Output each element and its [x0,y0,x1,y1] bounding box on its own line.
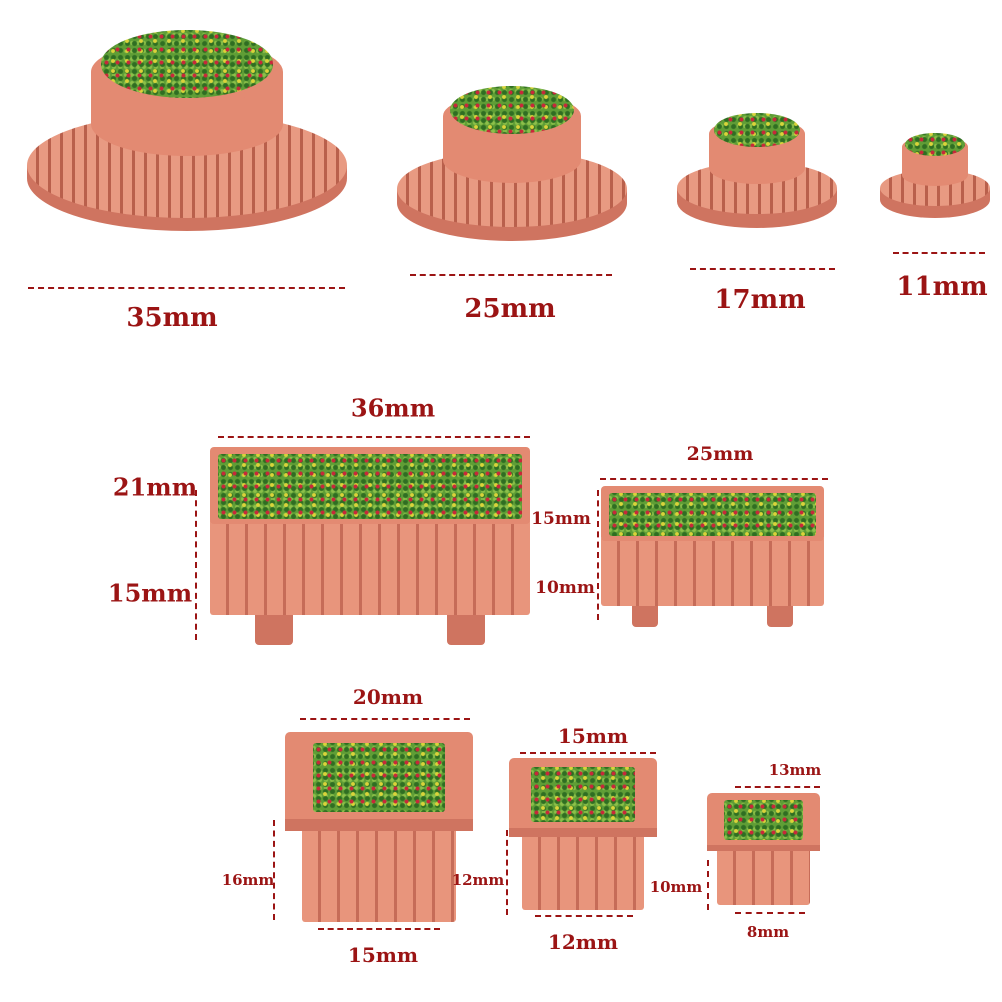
dimension-line [735,912,805,914]
dimension-line [520,752,656,754]
dimension-line [300,718,470,720]
flower-foliage [449,86,575,135]
dimension-line [506,830,508,915]
flower-foliage [218,454,522,520]
dimension-line [410,274,612,276]
dimension-line [893,252,985,254]
rect-planter-body [601,536,824,606]
dimension-label: 8mm [746,923,790,941]
dimension-label: 20mm [352,685,424,709]
square-planter-ledge [707,844,820,852]
dimension-line [600,478,828,480]
dimension-label: 16mm [221,871,275,889]
dimension-line [735,786,820,788]
square-planter-body [717,846,810,905]
square-planter-body [301,823,457,922]
dimension-label: 15mm [557,724,629,748]
dimension-line [597,490,599,620]
square-planter-body [522,830,644,910]
dimension-label: 21mm [112,472,198,502]
flower-foliage [713,113,801,147]
dimension-label: 15mm [531,509,591,529]
dimension-line [218,436,530,438]
dimension-label: 12mm [451,871,505,889]
planter-leg [632,606,659,627]
dimension-label: 12mm [547,930,619,954]
dimension-label: 13mm [768,761,822,779]
dimension-label: 15mm [347,943,419,967]
planter-leg [254,615,293,646]
planter-leg [447,615,486,646]
flower-foliage [100,30,274,98]
dimension-label: 25mm [464,294,556,324]
dimension-label: 17mm [714,285,806,315]
dimension-label: 15mm [107,578,193,608]
planter-leg [766,606,793,627]
dimension-label: 10mm [535,578,595,598]
flower-foliage [723,799,804,841]
flower-foliage [313,743,445,812]
dimension-line [28,287,345,289]
dimension-line [195,490,197,640]
flower-foliage [609,493,816,537]
square-planter-ledge [509,827,657,838]
dimension-line [318,928,440,930]
flower-foliage [905,132,965,156]
rect-planter-body [210,517,530,615]
dimension-label: 11mm [896,272,988,302]
dimension-label: 35mm [126,303,218,333]
dimension-line [273,820,275,920]
square-planter-ledge [285,819,473,831]
dimension-label: 10mm [649,878,703,896]
dimension-line [707,860,709,910]
dimension-label: 36mm [350,393,436,423]
dimension-line [535,915,633,917]
dimension-label: 25mm [686,443,754,465]
dimension-line [690,268,835,270]
flower-foliage [531,767,635,822]
